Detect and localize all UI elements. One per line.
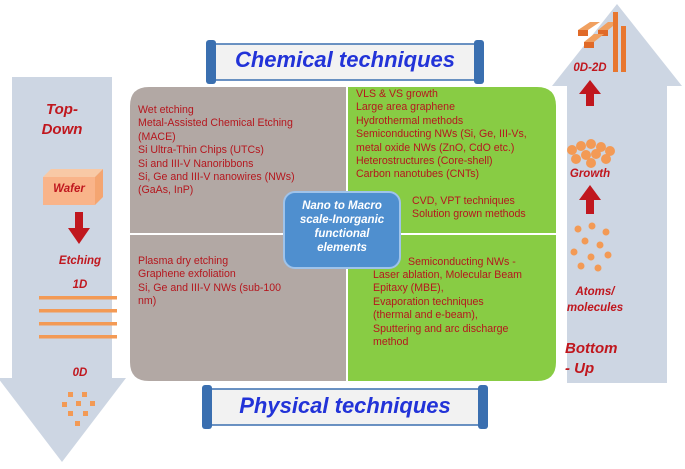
- one-d-label: 1D: [72, 279, 88, 291]
- wafer-label: Wafer: [53, 183, 85, 195]
- list-item: nm): [138, 295, 157, 308]
- list-item: Semiconducting NWs (Si, Ge, III-Vs,: [356, 128, 527, 141]
- list-item: Solution grown methods: [412, 208, 526, 221]
- chemical-techniques-title: Chemical techniques: [234, 47, 456, 72]
- list-item: CVD, VPT techniques: [412, 195, 515, 207]
- list-item: Si and III-V Nanoribbons: [138, 157, 254, 170]
- list-item: Si, Ge and III-V NWs (sub-100: [138, 281, 282, 294]
- list-item: Si, Ge and III-V nanowires (NWs): [138, 171, 295, 184]
- bottom-right-techniques: Laser ablation, Molecular Beam Epitaxy (…: [373, 269, 522, 349]
- growth-label: Growth: [569, 168, 611, 180]
- list-item: Graphene exfoliation: [138, 268, 236, 281]
- atoms-line1: Atoms/: [575, 286, 615, 298]
- growth-arrow-bottom: [579, 185, 601, 214]
- center-line3: functional: [314, 228, 370, 240]
- list-item: VLS & VS growth: [356, 88, 438, 100]
- wafer-block: [43, 169, 103, 205]
- list-item: Wet etching: [138, 104, 194, 116]
- atoms-line2: molecules: [566, 302, 624, 314]
- bottom-up-label: Bottom - Up: [565, 339, 655, 379]
- list-item: metal oxide NWs (ZnO, CdO etc.): [356, 141, 515, 154]
- list-item: Heterostructures (Core-shell): [356, 155, 493, 168]
- bottom-right-heading: Semiconducting NWs -: [408, 256, 516, 268]
- atoms-molecules-label: Atoms/ molecules: [550, 284, 640, 316]
- bottom-left-techniques: Plasma dry etching Graphene exfoliation …: [138, 255, 281, 309]
- center-line4: elements: [317, 242, 367, 254]
- growth-arrow-top: [579, 80, 601, 106]
- list-item: Carbon nanotubes (CNTs): [356, 168, 480, 181]
- atom-dots: [570, 222, 612, 272]
- list-item: method: [373, 336, 409, 349]
- top-down-line2: Down: [41, 121, 83, 138]
- center-line2: scale-Inorganic: [299, 214, 385, 226]
- zero-d-label: 0D: [72, 367, 88, 379]
- list-item: Hydrothermal methods: [356, 114, 464, 127]
- etching-label: Etching: [58, 255, 102, 267]
- top-left-techniques: Wet etching Metal-Assisted Chemical Etch…: [138, 104, 295, 198]
- center-label-box: Nano to Macro scale-Inorganic functional…: [283, 191, 401, 269]
- center-line1: Nano to Macro: [302, 200, 382, 212]
- quadrant-bottom-left: [130, 235, 347, 381]
- cluster-balls: [567, 139, 615, 168]
- list-item: Large area graphene: [356, 101, 455, 114]
- list-item: Si Ultra-Thin Chips (UTCs): [138, 144, 264, 157]
- zero-d-two-d-label: 0D-2D: [573, 62, 607, 74]
- list-item: (MACE): [138, 130, 176, 143]
- top-right-techniques-extra: CVD, VPT techniques Solution grown metho…: [412, 195, 526, 222]
- quadrant-bottom-right: [347, 235, 556, 381]
- physical-techniques-title: Physical techniques: [239, 393, 451, 418]
- list-item: Plasma dry etching: [138, 255, 229, 267]
- bottom-up-line2: - Up: [565, 360, 595, 377]
- bottom-up-arrow: [552, 4, 682, 383]
- list-item: Epitaxy (MBE),: [373, 282, 444, 295]
- list-item: Laser ablation, Molecular Beam: [373, 269, 522, 281]
- zero-d-dots: [62, 392, 95, 426]
- list-item: (thermal and e-beam),: [373, 309, 478, 322]
- list-item: (GaAs, InP): [138, 184, 194, 197]
- one-d-bars: [39, 296, 117, 339]
- list-item: Metal-Assisted Chemical Etching: [138, 117, 293, 130]
- top-down-line1: Top-: [46, 101, 78, 118]
- top-right-techniques: VLS & VS growth Large area graphene Hydr…: [356, 88, 527, 182]
- top-down-label: Top- Down: [22, 100, 102, 140]
- list-item: Evaporation techniques: [373, 295, 484, 308]
- two-d-structures: [578, 12, 626, 72]
- etching-arrow: [68, 212, 90, 244]
- chemical-banner: [206, 40, 484, 84]
- physical-banner: [202, 385, 488, 429]
- bottom-up-line1: Bottom: [565, 340, 618, 357]
- list-item: Sputtering and arc discharge: [373, 322, 509, 335]
